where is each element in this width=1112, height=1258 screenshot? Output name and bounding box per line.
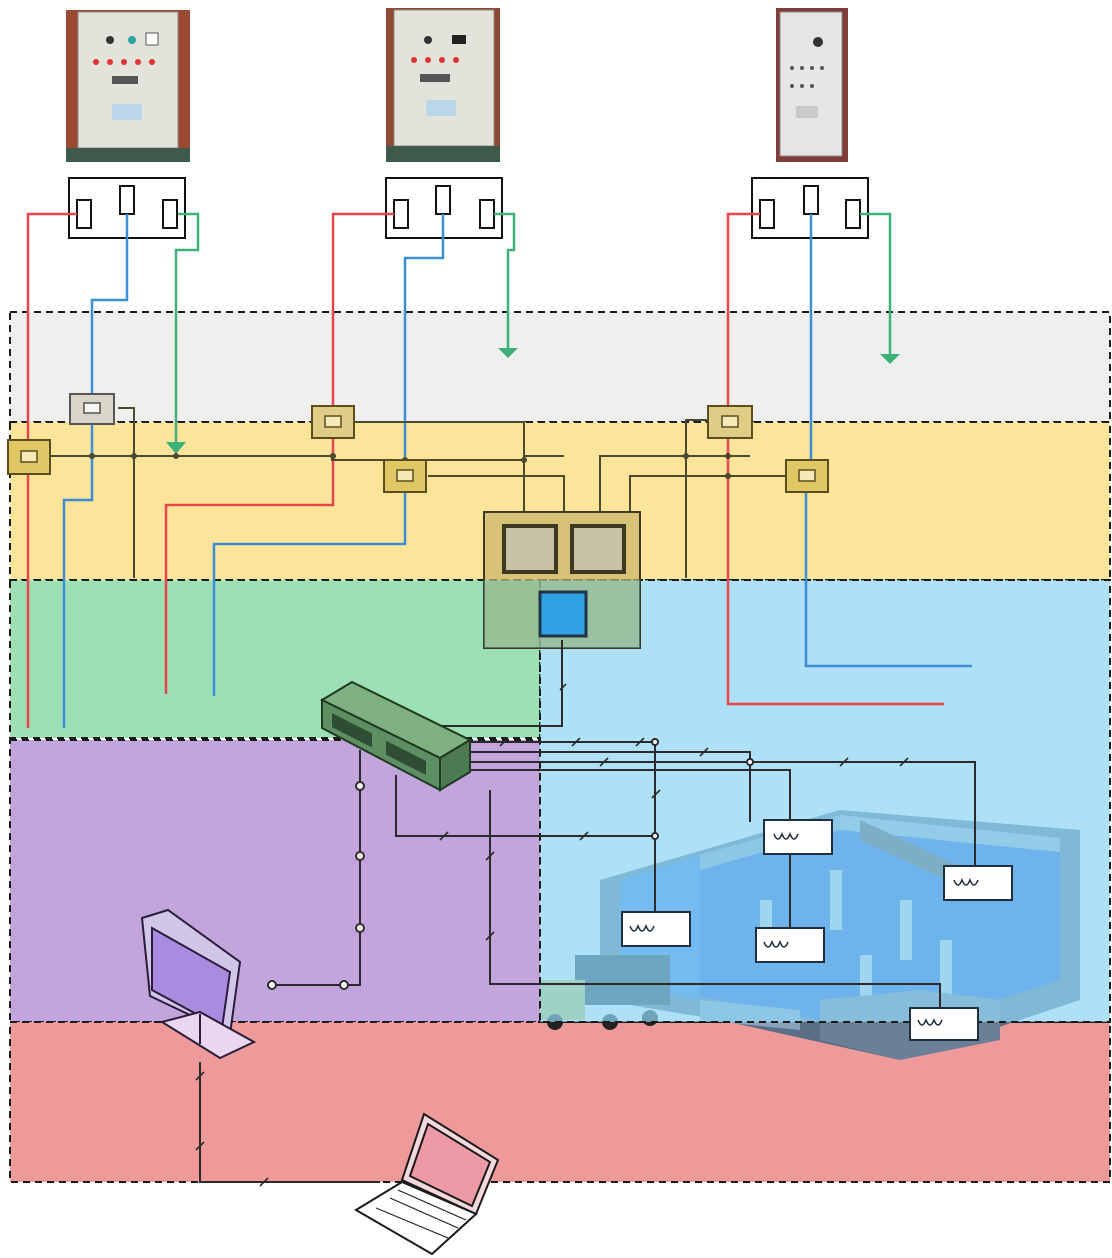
io-module-icon	[70, 394, 114, 424]
controller-screen	[504, 526, 556, 572]
control-cabinet-icon	[776, 8, 848, 162]
io-module-icon	[384, 460, 426, 492]
io-module-icon	[312, 406, 354, 438]
supervision-zone	[10, 580, 540, 738]
heater-icon	[622, 912, 690, 946]
heater-icon	[764, 820, 832, 854]
io-module-icon	[786, 460, 828, 492]
operator-zone	[10, 740, 540, 1022]
controller-screen	[572, 526, 624, 572]
io-module-icon	[708, 406, 752, 438]
heater-icon	[756, 928, 824, 962]
heater-icon	[944, 866, 1012, 900]
terminal-blocks	[69, 178, 868, 238]
control-cabinet-icon	[66, 10, 190, 162]
heater-icon	[910, 1008, 978, 1040]
control-cabinets	[66, 8, 848, 162]
io-module-icon	[8, 440, 50, 474]
controller-panel	[484, 512, 640, 648]
control-cabinet-icon	[386, 8, 500, 162]
hmi-panel	[540, 592, 586, 636]
